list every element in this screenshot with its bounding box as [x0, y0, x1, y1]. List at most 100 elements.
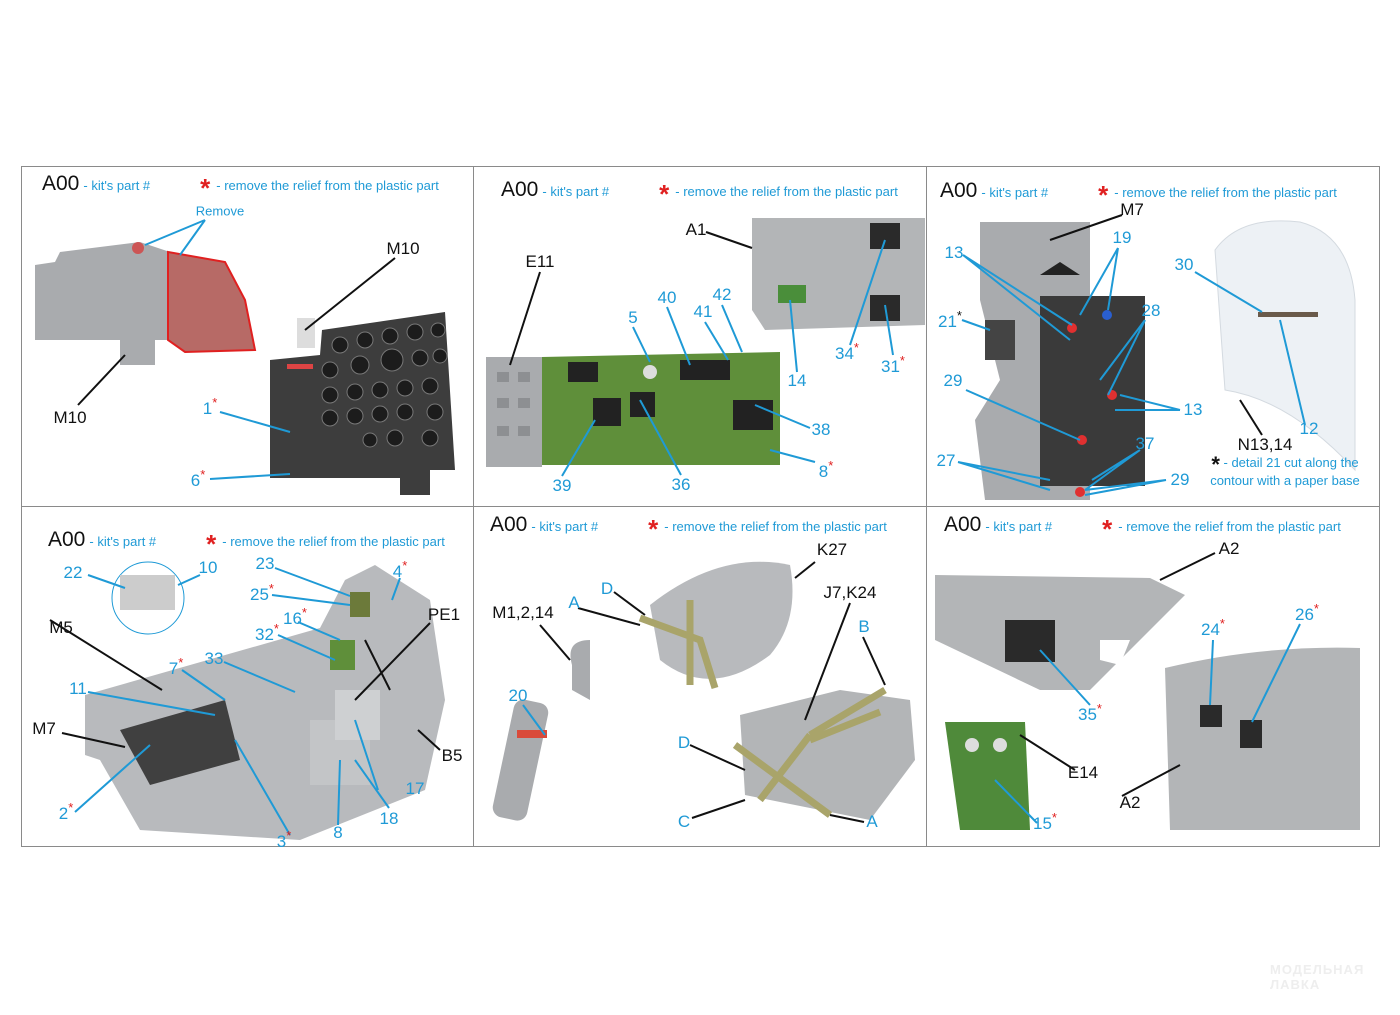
star-icon: * [853, 340, 859, 355]
star-icon: * [1219, 616, 1225, 631]
star-icon: * [956, 308, 962, 323]
part-label: 37 [1135, 434, 1155, 453]
remove-relief-text: - remove the relief from the plastic par… [216, 178, 439, 193]
part-label: M1,2,14 [492, 603, 554, 622]
part-label: M10 [386, 239, 420, 258]
kit-part-text: - kit's part # [89, 534, 157, 549]
part-number: 21 [938, 312, 957, 331]
part-label: 6* [191, 467, 206, 491]
part-number: 31 [881, 357, 900, 376]
part-label: 7* [169, 655, 184, 679]
part-label: 1* [203, 395, 218, 419]
part-number: 34 [835, 344, 854, 363]
part-number: 1 [202, 399, 213, 418]
star-icon: * [1098, 180, 1109, 210]
part-label: 14 [787, 371, 807, 390]
legend-header: A00- kit's part #*- remove the relief fr… [940, 179, 1337, 211]
kit-part-code: A00 [42, 172, 80, 195]
side-console-decal [542, 352, 780, 465]
star-icon: * [1313, 601, 1319, 616]
part-label: 8* [819, 458, 834, 482]
remove-relief-text: - remove the relief from the plastic par… [1114, 185, 1337, 200]
part-label: E14 [1067, 763, 1099, 782]
star-icon: * [286, 828, 292, 843]
watermark-line: МОДЕЛЬНАЯ [1270, 962, 1365, 977]
part-label: 42 [712, 285, 732, 304]
star-icon: * [1211, 452, 1220, 477]
kit-part-code: A00 [48, 528, 86, 551]
part-label: 23 [255, 554, 275, 573]
part-label: D [600, 579, 614, 598]
black-leader-lines [49, 214, 1263, 823]
part-label: PE1 [427, 605, 461, 624]
part-label: 2* [59, 800, 74, 824]
star-icon: * [402, 558, 408, 573]
clear-canopy-part [1214, 220, 1356, 472]
part-label: 41 [693, 302, 713, 321]
part-label: 15* [1033, 810, 1057, 834]
part-label: 25* [250, 581, 274, 605]
kit-part-text: - kit's part # [985, 519, 1053, 534]
part-label: E11 [525, 252, 555, 271]
part-label: 35* [1078, 701, 1102, 725]
part-number: 24 [1201, 620, 1220, 639]
part-label: M5 [49, 618, 73, 637]
kit-part-code: A00 [940, 179, 978, 202]
star-icon: * [1051, 810, 1057, 825]
part-label: B5 [441, 746, 463, 765]
remove-relief-text: - remove the relief from the plastic par… [675, 184, 898, 199]
legend-header: A00- kit's part # * - remove the relief fr… [490, 513, 887, 545]
part-label: M7 [1120, 200, 1144, 219]
part-label: 21* [938, 308, 962, 332]
part-label: A2 [1218, 539, 1240, 558]
instrument-panel-plastic [35, 242, 257, 365]
part-number: 16 [283, 609, 302, 628]
part-label: 17 [405, 779, 425, 798]
part-number: 25 [250, 585, 269, 604]
part-number: 8 [818, 462, 829, 481]
part-number: 4 [392, 562, 403, 581]
remove-relief-text: - remove the relief from the plastic par… [222, 534, 445, 549]
kit-part-code: A00 [490, 513, 528, 536]
star-icon: * [212, 395, 218, 410]
part-label: 5 [628, 308, 638, 327]
legend-header: A00- kit's part #*- remove the relief fr… [42, 172, 439, 204]
star-icon: * [68, 800, 74, 815]
star-icon: * [828, 458, 834, 473]
kit-part-text: - kit's part # [542, 184, 610, 199]
star-icon: * [273, 621, 279, 636]
part-number: 3 [276, 832, 287, 851]
part-label: 32* [255, 621, 279, 645]
remove-relief-text: - remove the relief from the plastic par… [1118, 519, 1341, 534]
star-icon: * [200, 173, 211, 203]
part-label: K27 [816, 540, 848, 559]
remove-relief-text: - remove the relief from the plastic par… [664, 519, 887, 534]
instrument-panel-decal [270, 312, 455, 495]
part-label: 26* [1295, 601, 1319, 625]
part-label: 22 [63, 563, 83, 582]
star-icon: * [200, 467, 206, 482]
watermark-line: ЛАВКА [1270, 977, 1321, 992]
star-icon: * [659, 179, 670, 209]
part-label: 13 [944, 243, 964, 262]
part-label: 3* [277, 828, 292, 852]
part-number: 7 [168, 659, 179, 678]
kit-part-code: A00 [944, 513, 982, 536]
star-icon: * [648, 514, 659, 544]
star-icon: * [899, 353, 905, 368]
kit-part-text: - kit's part # [531, 519, 599, 534]
part-label: 19 [1112, 228, 1132, 247]
part-label: 24* [1201, 616, 1225, 640]
kit-part-code: A00 [501, 178, 539, 201]
part-label: 4* [393, 558, 408, 582]
star-icon: * [178, 655, 184, 670]
part-label: A [568, 593, 580, 612]
part-label: 38 [811, 420, 831, 439]
panel-side-walls [926, 506, 1380, 847]
cut-note: * - detail 21 cut along the contour with… [1195, 452, 1375, 489]
part-label: 40 [657, 288, 677, 307]
cut-note-text: - detail 21 cut along the contour with a… [1210, 455, 1360, 488]
part-label: N13,14 [1237, 435, 1293, 454]
part-label: 31* [881, 353, 905, 377]
